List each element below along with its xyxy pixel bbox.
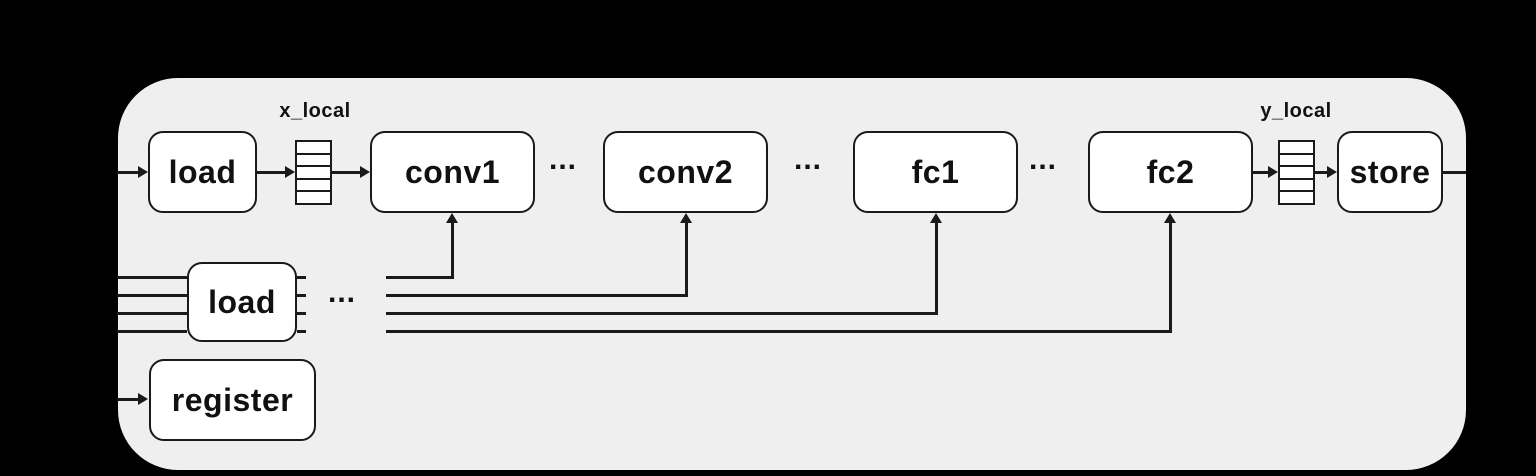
y-local-buffer [1278,140,1315,205]
arrowhead-ylocal-icon [1268,166,1278,178]
connector-edge-to-register [117,398,139,401]
y-local-label: y_local [1260,100,1332,122]
fifo-cell [297,142,330,155]
store-box: store [1337,131,1443,213]
weight-riser-conv2 [685,222,688,297]
arrowhead-up-conv2-icon [680,213,692,223]
weight-line-fc2 [386,330,1172,333]
conv1-box: conv1 [370,131,535,213]
connector-edge-to-load [117,171,139,174]
fifo-cell [1280,180,1313,193]
arrowhead-xlocal-icon [285,166,295,178]
load-weights-label: load [208,283,276,320]
weight-in-line-1 [117,276,187,279]
ellipsis-conv2-fc1: ... [793,143,822,176]
weight-riser-fc1 [935,222,938,315]
arrowhead-up-conv1-icon [446,213,458,223]
store-label: store [1349,153,1431,190]
weight-riser-fc2 [1169,222,1172,333]
arrowhead-conv1-icon [360,166,370,178]
load-input-box: load [148,131,257,213]
conv2-label: conv2 [638,153,733,190]
fifo-cell [297,167,330,180]
fifo-cell [1280,155,1313,168]
x-local-label: x_local [279,100,351,122]
fifo-cell [297,180,330,193]
arrowhead-up-fc1-icon [930,213,942,223]
connector-store-to-edge [1443,171,1466,174]
conv2-box: conv2 [603,131,768,213]
connector-fc2-to-ylocal [1253,171,1269,174]
weight-in-line-2 [117,294,187,297]
arrowhead-load-input-icon [138,166,148,178]
weight-stub-1 [297,276,306,279]
fc2-box: fc2 [1088,131,1253,213]
weight-line-conv1 [386,276,454,279]
x-local-buffer [295,140,332,205]
weight-line-conv2 [386,294,688,297]
fc1-label: fc1 [911,153,960,190]
fifo-cell [1280,167,1313,180]
weight-stub-3 [297,312,306,315]
weight-stub-4 [297,330,306,333]
arrowhead-register-icon [138,393,148,405]
conv1-label: conv1 [405,153,500,190]
weight-line-fc1 [386,312,938,315]
arrowhead-store-icon [1327,166,1337,178]
fc1-box: fc1 [853,131,1018,213]
arrowhead-up-fc2-icon [1164,213,1176,223]
fifo-cell [297,192,330,203]
ellipsis-conv1-conv2: ... [548,143,577,176]
connector-ylocal-to-store [1315,171,1328,174]
ellipsis-weight-lines: ... [327,276,356,309]
load-weights-box: load [187,262,297,342]
connector-load-to-xlocal [257,171,286,174]
weight-stub-2 [297,294,306,297]
ellipsis-fc1-fc2: ... [1028,143,1057,176]
weight-in-line-4 [117,330,187,333]
fifo-cell [297,155,330,168]
fifo-cell [1280,142,1313,155]
fifo-cell [1280,192,1313,203]
register-box: register [149,359,316,441]
register-label: register [171,381,294,418]
fc2-label: fc2 [1146,153,1195,190]
weight-in-line-3 [117,312,187,315]
connector-xlocal-to-conv1 [332,171,361,174]
weight-riser-conv1 [451,222,454,279]
load-input-label: load [168,153,237,190]
